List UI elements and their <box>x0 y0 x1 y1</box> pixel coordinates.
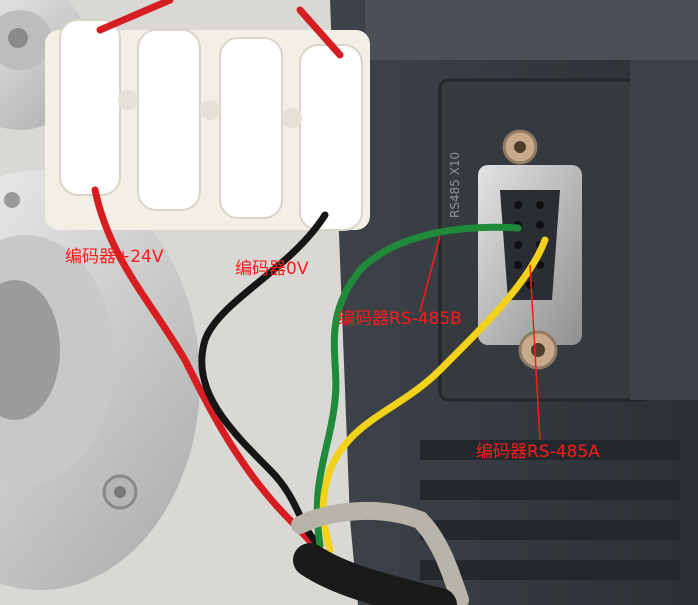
terminal-block <box>45 19 370 231</box>
label-encoder-rs485b: 编码器RS-485B <box>338 309 462 329</box>
label-encoder-24v: 编码器+24V <box>65 247 164 267</box>
port-marking: RS485 X10 <box>448 151 462 218</box>
servo-motor-encoder <box>0 170 200 590</box>
wires <box>91 0 549 605</box>
dsub-9-connector <box>478 129 582 370</box>
annotation-pointers <box>419 235 541 441</box>
label-encoder-rs485a: 编码器RS-485A <box>476 442 600 462</box>
label-encoder-0v: 编码器0V <box>235 259 309 279</box>
